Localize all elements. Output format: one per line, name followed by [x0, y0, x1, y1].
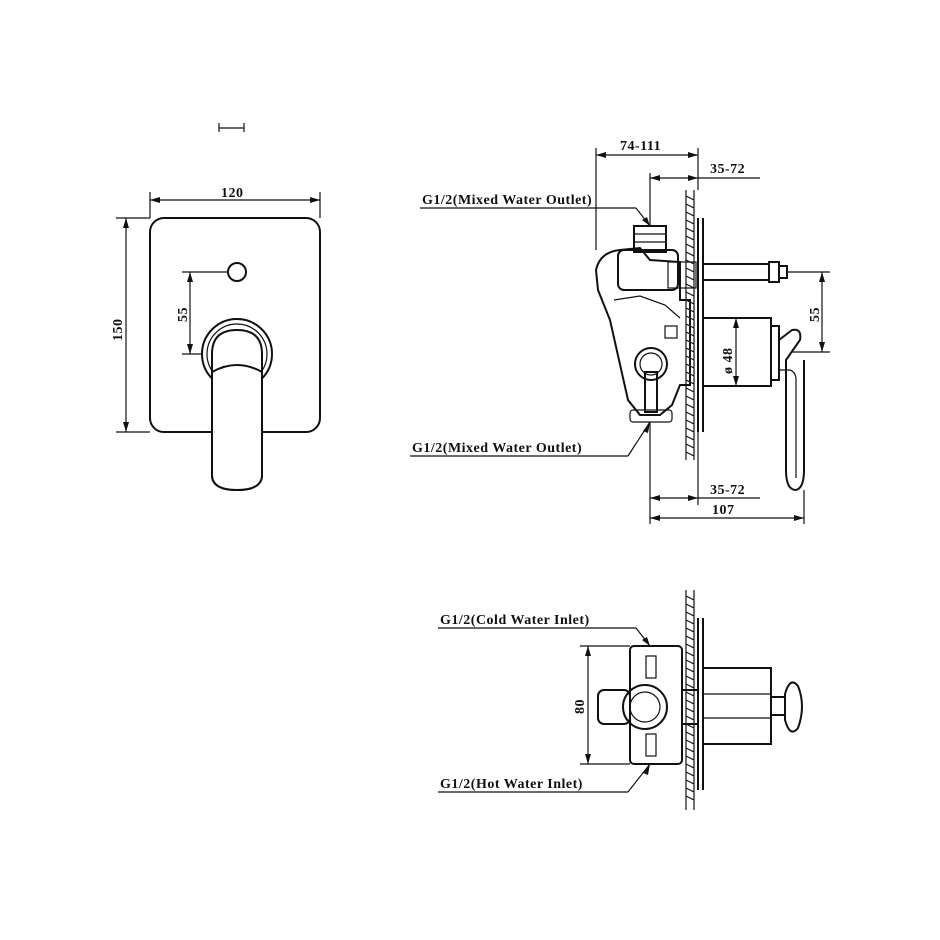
bottom-housing [702, 667, 772, 745]
inlet-port [622, 684, 668, 730]
diverter-knob [227, 262, 247, 282]
inlet-spacing-dim: 80 [573, 699, 588, 714]
bottom-knob [784, 681, 803, 733]
side-view: 74-111 35-72 G1/2(Mixed Water Outlet) G1… [410, 139, 830, 524]
wall-section-bottom [685, 590, 695, 810]
bottom-view: 80 G1/2(Cold Water Inlet) G1/2(Hot Water… [438, 590, 803, 810]
front-height-dim: 150 [111, 319, 126, 342]
side-lever [778, 328, 805, 492]
front-view: 120 150 55 [111, 186, 321, 492]
mixer-port [634, 347, 668, 381]
front-offset-dim: 55 [176, 307, 191, 322]
side-height-dim: 55 [808, 307, 823, 322]
outlet-top-label: G1/2(Mixed Water Outlet) [422, 193, 592, 208]
section-marker [218, 123, 245, 132]
outlet-bottom-label: G1/2(Mixed Water Outlet) [412, 441, 582, 456]
wall-range-top-dim: 35-72 [710, 162, 745, 177]
wall-range-bottom-dim: 35-72 [710, 483, 745, 498]
hot-inlet-label: G1/2(Hot Water Inlet) [440, 777, 583, 792]
diverter-stem [702, 263, 770, 281]
depth-range-dim: 74-111 [620, 139, 661, 154]
front-width-dim: 120 [221, 186, 244, 201]
total-depth-dim: 107 [712, 503, 735, 518]
valve-body [594, 246, 691, 416]
cold-inlet-label: G1/2(Cold Water Inlet) [440, 613, 590, 628]
handle-housing [702, 317, 772, 387]
diameter-dim: ø 48 [721, 348, 736, 375]
lever-mask [213, 355, 261, 489]
